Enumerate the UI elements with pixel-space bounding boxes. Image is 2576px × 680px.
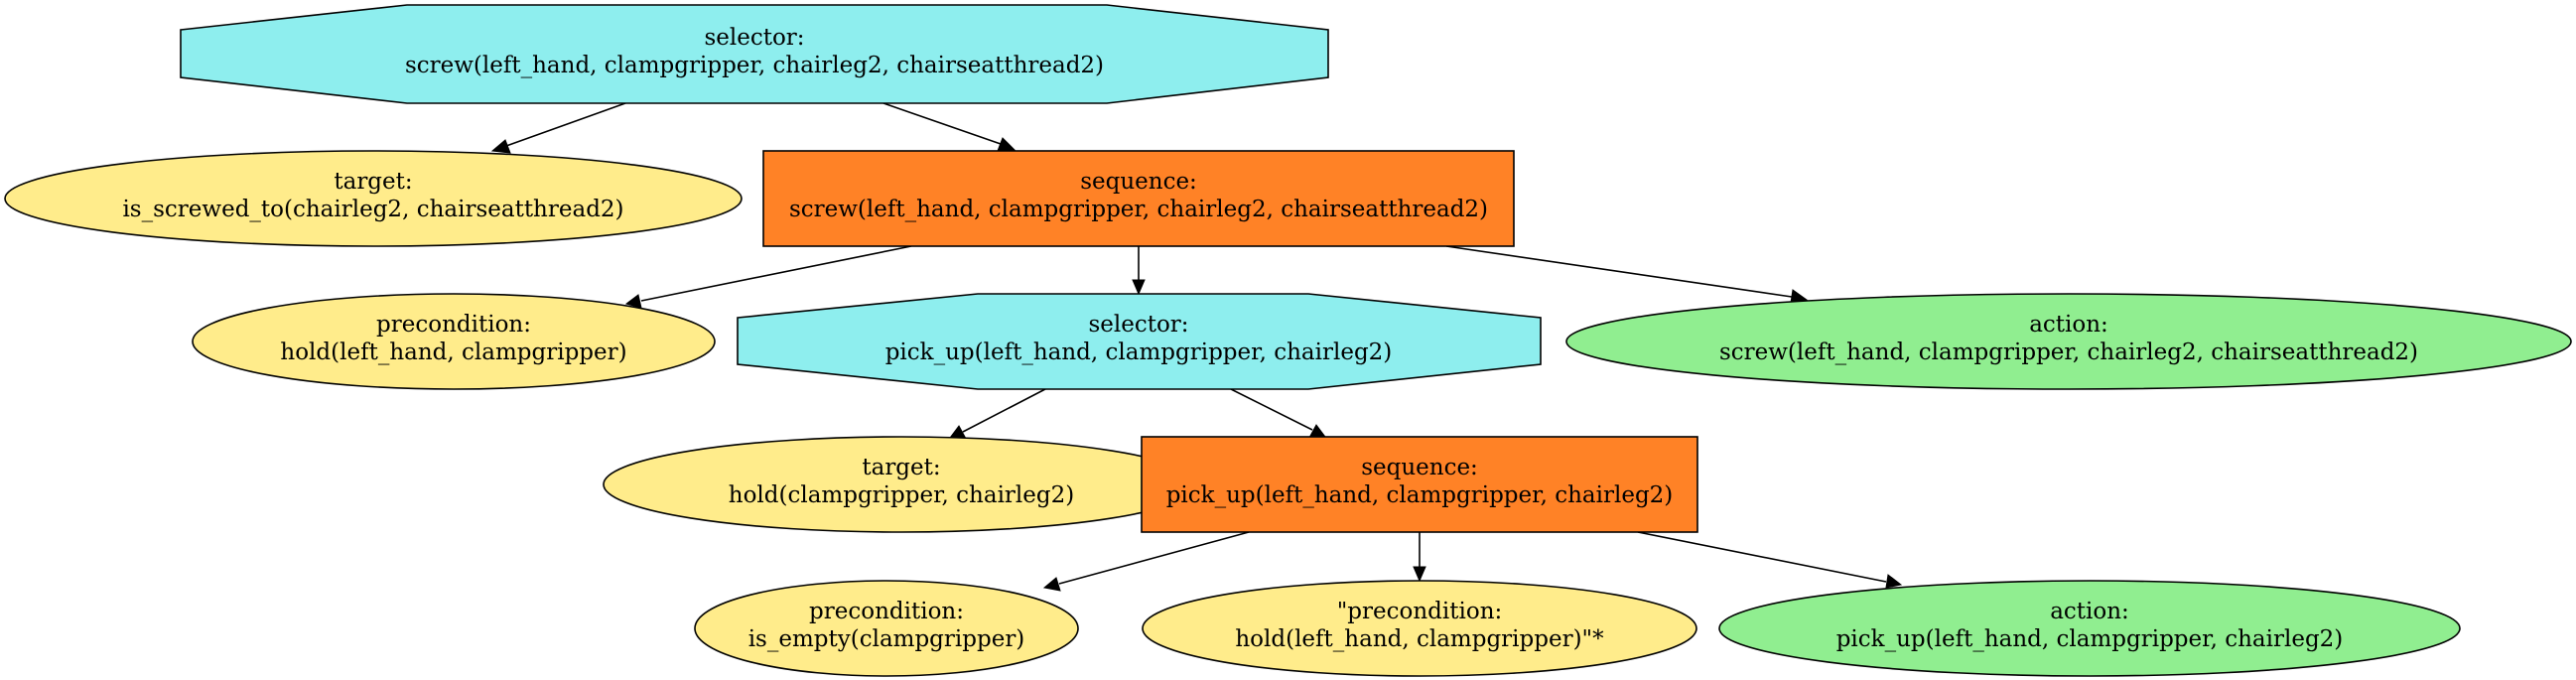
- node-description: pick_up(left_hand, clampgripper, chairle…: [885, 340, 1393, 365]
- node-root-sequence: sequence: screw(left_hand, clampgripper,…: [762, 150, 1515, 247]
- sequence-rect-shape: [762, 150, 1515, 247]
- node-type-label: sequence:: [1080, 169, 1197, 195]
- node-type-label: target:: [334, 169, 412, 195]
- edge-root-sequence-to-precondition-hold: [624, 245, 912, 309]
- arrowhead: [624, 294, 642, 309]
- edge-pickup-sequence-to-precondition-hold-quoted: [1413, 532, 1426, 583]
- node-pickup-sequence: sequence: pick_up(left_hand, clampgrippe…: [1141, 436, 1698, 533]
- arrowhead: [1413, 566, 1426, 583]
- node-description: screw(left_hand, clampgripper, chairleg2…: [1719, 340, 2418, 365]
- edge-root-selector-to-root-target: [490, 102, 626, 154]
- node-precondition-hold-quoted: "precondition: hold(left_hand, clampgrip…: [1142, 580, 1697, 677]
- node-description: is_screwed_to(chairleg2, chairseatthread…: [122, 197, 623, 222]
- node-description: hold(clampgripper, chairleg2): [729, 482, 1074, 508]
- node-description: hold(left_hand, clampgripper)"*: [1235, 626, 1604, 652]
- node-root-selector: selector: screw(left_hand, clampgripper,…: [180, 4, 1329, 104]
- node-type-label: sequence:: [1361, 455, 1478, 480]
- node-root-target: target: is_screwed_to(chairleg2, chairse…: [4, 150, 743, 247]
- node-type-label: selector:: [1088, 312, 1188, 338]
- node-description: is_empty(clampgripper): [748, 626, 1025, 652]
- arrowhead: [1309, 424, 1327, 438]
- edge-root-sequence-to-pickup-selector: [1132, 246, 1146, 296]
- node-type-label: precondition:: [376, 312, 531, 338]
- edge-pickup-selector-to-pickup-target: [948, 388, 1046, 439]
- node-description: pick_up(left_hand, clampgripper, chairle…: [1836, 626, 2344, 652]
- node-pickup-target: target: hold(clampgripper, chairleg2): [603, 436, 1200, 533]
- node-type-label: selector:: [704, 25, 804, 51]
- node-type-label: action:: [2050, 599, 2129, 624]
- node-action-pickup: action: pick_up(left_hand, clampgripper,…: [1718, 580, 2461, 677]
- precondition-ellipse-shape: [192, 293, 716, 390]
- node-description: pick_up(left_hand, clampgripper, chairle…: [1166, 482, 1674, 508]
- edge-pickup-selector-to-pickup-sequence: [1230, 388, 1327, 438]
- node-action-screw: action: screw(left_hand, clampgripper, c…: [1565, 293, 2572, 390]
- precondition-ellipse-shape: [1142, 580, 1697, 677]
- edge-pickup-sequence-to-action-pickup: [1637, 531, 1903, 589]
- edge-root-selector-to-root-sequence: [882, 102, 1017, 152]
- node-type-label: target:: [862, 455, 940, 480]
- arrowhead: [1042, 577, 1061, 592]
- action-ellipse-shape: [1718, 580, 2461, 677]
- selector-octagon-shape: [180, 4, 1329, 104]
- node-type-label: action:: [2029, 312, 2108, 338]
- action-ellipse-shape: [1565, 293, 2572, 390]
- arrowhead: [1885, 574, 1903, 589]
- arrowhead: [997, 137, 1017, 152]
- node-pickup-selector: selector: pick_up(left_hand, clampgrippe…: [737, 293, 1542, 390]
- node-description: screw(left_hand, clampgripper, chairleg2…: [405, 53, 1104, 78]
- precondition-ellipse-shape: [694, 580, 1079, 677]
- node-type-label: precondition:: [809, 599, 964, 624]
- node-type-label: "precondition:: [1337, 599, 1503, 624]
- nodes: selector: screw(left_hand, clampgripper,…: [4, 4, 2572, 677]
- node-precondition-hold: precondition: hold(left_hand, clampgripp…: [192, 293, 716, 390]
- node-precondition-empty: precondition: is_empty(clampgripper): [694, 580, 1079, 677]
- sequence-rect-shape: [1141, 436, 1698, 533]
- node-description: hold(left_hand, clampgripper): [280, 340, 626, 365]
- node-description: screw(left_hand, clampgripper, chairleg2…: [789, 197, 1488, 222]
- arrowhead: [490, 139, 511, 154]
- edge-root-sequence-to-action-screw: [1445, 245, 1809, 304]
- selector-octagon-shape: [737, 293, 1542, 390]
- edges: [490, 102, 1903, 592]
- arrowhead: [1132, 279, 1146, 296]
- arrowhead: [948, 425, 966, 439]
- edge-pickup-sequence-to-precondition-empty: [1042, 531, 1250, 592]
- target-ellipse-shape: [4, 150, 743, 247]
